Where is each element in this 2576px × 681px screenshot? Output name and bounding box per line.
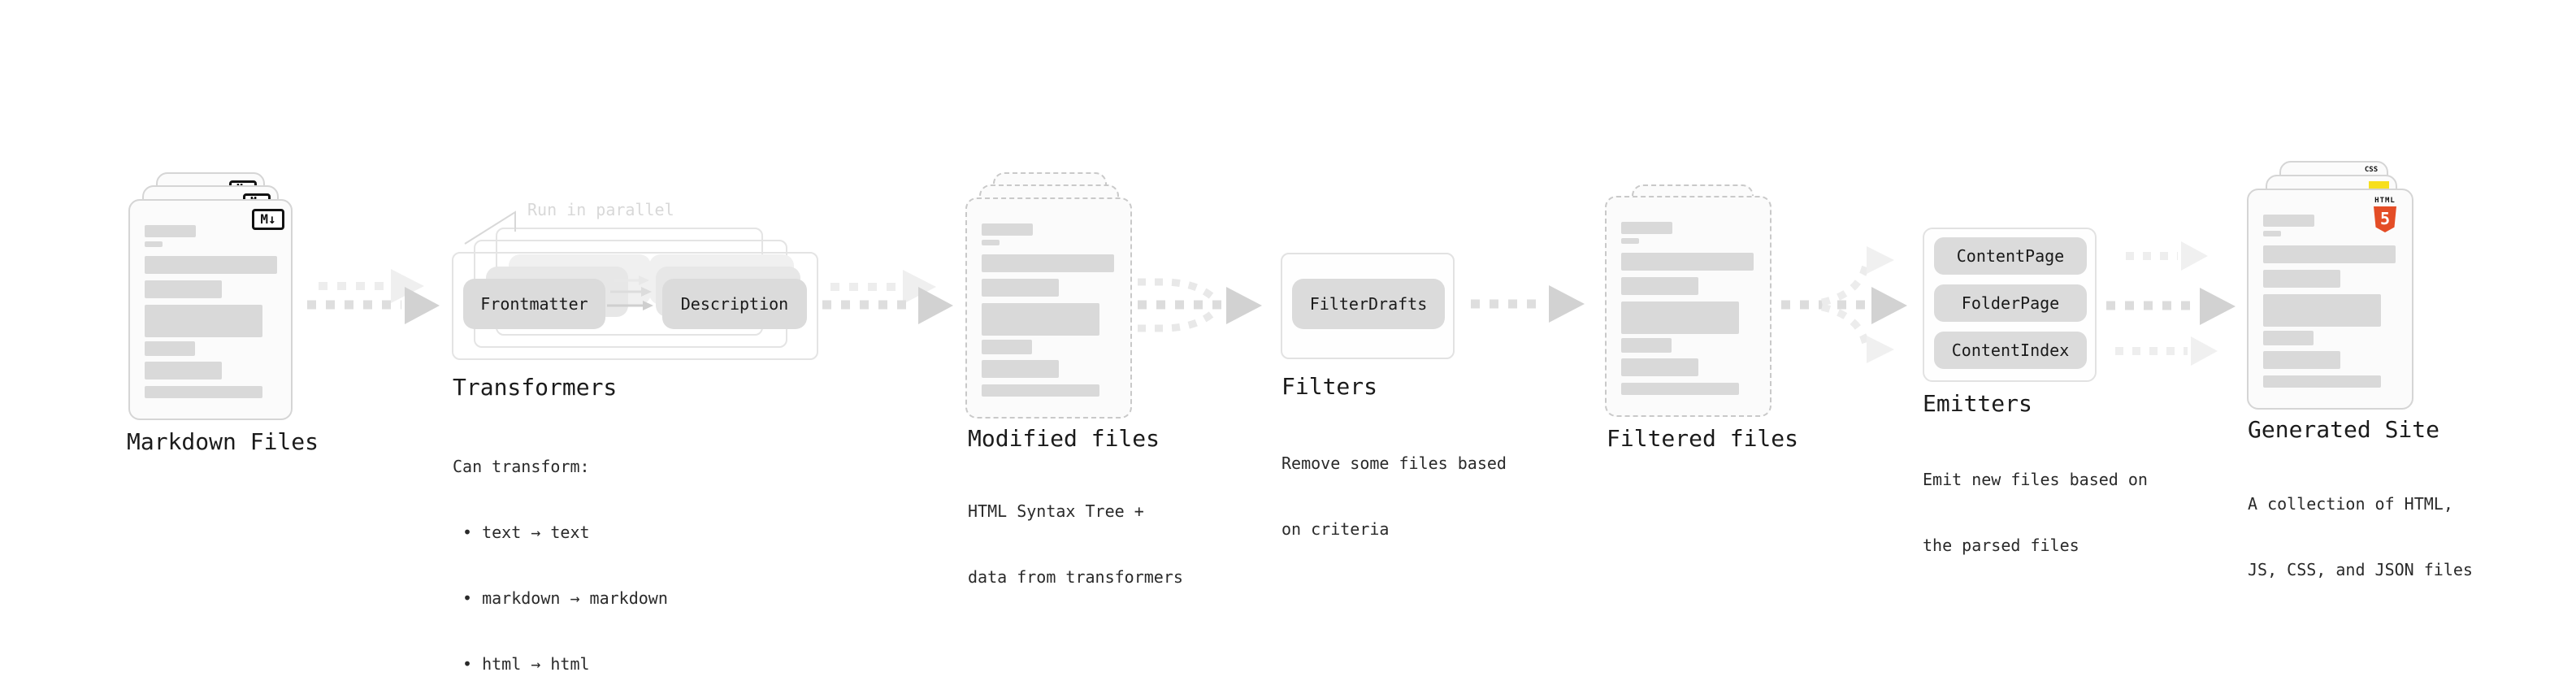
text-placeholder-bar bbox=[145, 386, 262, 398]
transformers-bullet: • text → text bbox=[462, 523, 590, 542]
modified-desc-line: HTML Syntax Tree + bbox=[968, 501, 1144, 521]
text-placeholder-bar bbox=[2263, 215, 2314, 227]
filterdrafts-pill: FilterDrafts bbox=[1292, 279, 1445, 329]
filters-description: Remove some files based on criteria bbox=[1281, 409, 1507, 584]
arrow-filters-to-filtered bbox=[1471, 285, 1585, 323]
html5-icon-shield: 5 bbox=[2374, 206, 2396, 232]
text-placeholder-bar bbox=[982, 279, 1059, 297]
modified-desc-line: data from transformers bbox=[968, 567, 1183, 587]
text-placeholder-bar bbox=[145, 305, 262, 337]
transformer-box-front bbox=[452, 252, 818, 360]
modified-files-title: Modified files bbox=[968, 425, 1160, 452]
filters-desc-line: on criteria bbox=[1281, 519, 1390, 539]
arrow-transformers-to-modified bbox=[822, 270, 953, 324]
generated-site-title: Generated Site bbox=[2248, 416, 2440, 443]
text-placeholder-bar bbox=[145, 280, 222, 298]
text-placeholder-bar bbox=[145, 225, 196, 237]
text-placeholder-bar bbox=[982, 360, 1059, 378]
text-placeholder-bar bbox=[1621, 277, 1698, 295]
emitters-description: Emit new files based on the parsed files bbox=[1923, 425, 2148, 601]
text-placeholder-bar bbox=[2263, 270, 2340, 288]
generated-html-card: HTML 5 bbox=[2247, 189, 2413, 410]
text-placeholder-bar bbox=[145, 256, 277, 274]
emitters-desc-line: Emit new files based on bbox=[1923, 470, 2148, 489]
text-placeholder-bar bbox=[1621, 383, 1739, 395]
markdown-file-card-front: M↓ bbox=[128, 199, 293, 420]
text-placeholder-bar bbox=[982, 303, 1099, 336]
emitters-title: Emitters bbox=[1923, 390, 2032, 417]
transformers-desc-heading: Can transform: bbox=[453, 457, 590, 476]
frontmatter-pill: Frontmatter bbox=[463, 279, 605, 329]
text-placeholder-bar bbox=[982, 223, 1033, 236]
text-placeholder-bar bbox=[145, 362, 222, 380]
text-placeholder-bar bbox=[145, 241, 163, 247]
text-placeholder-bar bbox=[982, 340, 1032, 354]
transformers-description: Can transform: • text → text • markdown … bbox=[453, 412, 668, 681]
text-placeholder-bar bbox=[1621, 301, 1739, 334]
filters-title: Filters bbox=[1281, 373, 1378, 400]
markdown-files-title: Markdown Files bbox=[127, 428, 319, 455]
emitters-desc-line: the parsed files bbox=[1923, 536, 2079, 555]
transformers-bullet: • markdown → markdown bbox=[462, 588, 668, 608]
generated-desc-line: A collection of HTML, bbox=[2248, 494, 2453, 514]
text-placeholder-bar bbox=[1621, 222, 1672, 234]
run-in-parallel-annotation: Run in parallel bbox=[527, 200, 674, 219]
text-placeholder-bar bbox=[982, 384, 1099, 397]
html5-icon-word: HTML bbox=[2374, 197, 2396, 205]
contentpage-pill: ContentPage bbox=[1934, 237, 2087, 275]
text-placeholder-bar bbox=[1621, 238, 1639, 244]
modified-files-description: HTML Syntax Tree + data from transformer… bbox=[968, 457, 1183, 632]
html5-icon: HTML 5 bbox=[2366, 197, 2404, 232]
folderpage-pill: FolderPage bbox=[1934, 284, 2087, 322]
arrow-filtered-to-emitters bbox=[1781, 246, 1907, 363]
text-placeholder-bar bbox=[145, 341, 195, 356]
transformers-title: Transformers bbox=[453, 374, 618, 401]
text-placeholder-bar bbox=[2263, 294, 2381, 327]
text-placeholder-bar bbox=[982, 254, 1114, 272]
arrow-emitters-to-generated bbox=[2106, 241, 2236, 366]
arrow-modified-to-filters bbox=[1138, 278, 1262, 332]
text-placeholder-bar bbox=[2263, 375, 2381, 388]
arrow-markdown-to-transformers bbox=[307, 269, 440, 324]
text-placeholder-bar bbox=[2263, 351, 2340, 369]
text-placeholder-bar bbox=[1621, 253, 1754, 271]
description-pill: Description bbox=[662, 279, 807, 329]
generated-desc-line: JS, CSS, and JSON files bbox=[2248, 560, 2473, 579]
transformers-bullet: • html → html bbox=[462, 654, 590, 674]
modified-file-card-front bbox=[965, 197, 1132, 419]
generated-site-description: A collection of HTML, JS, CSS, and JSON … bbox=[2248, 449, 2473, 625]
filtered-files-title: Filtered files bbox=[1607, 425, 1799, 452]
text-placeholder-bar bbox=[1621, 338, 1672, 353]
filters-desc-line: Remove some files based bbox=[1281, 453, 1507, 473]
markdown-icon: M↓ bbox=[252, 209, 284, 230]
contentindex-pill: ContentIndex bbox=[1934, 332, 2087, 369]
filtered-file-card-front bbox=[1605, 196, 1772, 417]
text-placeholder-bar bbox=[1621, 358, 1698, 376]
text-placeholder-bar bbox=[982, 240, 1000, 245]
text-placeholder-bar bbox=[2263, 245, 2396, 263]
css-icon-label: CSS bbox=[2364, 166, 2379, 174]
text-placeholder-bar bbox=[2263, 331, 2314, 345]
text-placeholder-bar bbox=[2263, 231, 2281, 236]
